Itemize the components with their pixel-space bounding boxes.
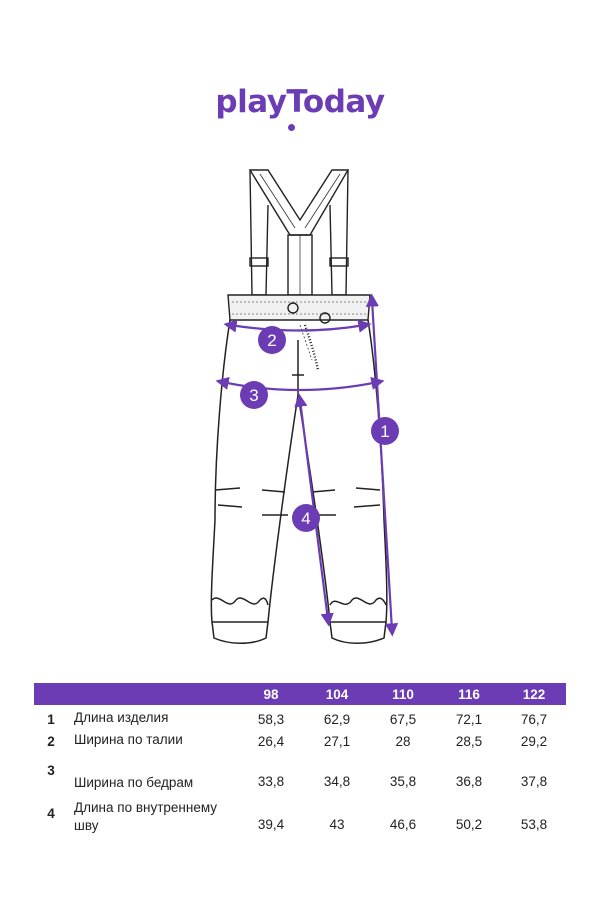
row-number: 2 — [47, 734, 55, 749]
header-blank — [68, 683, 238, 705]
size-header: 110 — [392, 686, 414, 702]
size-header-row: 98 104 110 116 122 — [34, 683, 566, 705]
measure-hips — [215, 376, 385, 392]
table-cell: 36,8 — [455, 774, 483, 789]
table-cell: 67,5 — [389, 712, 417, 727]
table-cell: 29,2 — [520, 734, 548, 749]
size-header: 122 — [522, 686, 546, 702]
size-table: 98 104 110 116 122 1 Длина изделия 58,3 … — [34, 683, 566, 835]
marker-2: 2 — [258, 326, 286, 354]
table-cell: 28,5 — [455, 734, 483, 749]
table-cell: 58,3 — [257, 712, 285, 727]
table-cell: 33,8 — [257, 774, 285, 789]
row-label: Длина по внутреннему шву — [74, 800, 218, 833]
table-cell: 26,4 — [257, 734, 285, 749]
header-blank — [34, 683, 68, 705]
brand-logo-dot — [288, 124, 295, 131]
table-cell: 53,8 — [520, 817, 548, 832]
svg-text:1: 1 — [380, 422, 389, 441]
table-cell: 62,9 — [323, 712, 351, 727]
table-cell: 37,8 — [520, 774, 548, 789]
size-header: 116 — [458, 686, 480, 702]
table-cell: 72,1 — [455, 712, 483, 727]
trousers-diagram: 1 2 3 4 — [210, 169, 399, 644]
row-label: Длина изделия — [74, 710, 169, 725]
table-row: 3 Ширина по бедрам 33,8 34,8 35,8 36,8 3… — [34, 749, 566, 792]
straps — [248, 169, 350, 296]
brand-logo: playToday — [215, 84, 385, 120]
trousers-body — [210, 319, 388, 644]
marker-4: 4 — [292, 504, 320, 532]
table-cell: 28 — [395, 734, 411, 749]
table-row: 1 Длина изделия 58,3 62,9 67,5 72,1 76,7 — [34, 705, 566, 727]
size-header: 98 — [263, 686, 279, 702]
table-row: 4 Длина по внутреннему шву 39,4 43 46,6 … — [34, 792, 566, 835]
marker-3: 3 — [240, 381, 268, 409]
marker-1: 1 — [371, 417, 399, 445]
table-cell: 43 — [329, 817, 345, 832]
row-label: Ширина по талии — [74, 732, 183, 747]
table-row: 2 Ширина по талии 26,4 27,1 28 28,5 29,2 — [34, 727, 566, 749]
table-cell: 27,1 — [323, 734, 351, 749]
row-number: 4 — [47, 806, 55, 821]
table-cell: 46,6 — [389, 817, 417, 832]
table-cell: 34,8 — [323, 774, 351, 789]
size-header: 104 — [325, 686, 349, 702]
table-cell: 50,2 — [455, 817, 483, 832]
row-number: 3 — [47, 763, 55, 778]
svg-text:2: 2 — [267, 331, 276, 350]
row-number: 1 — [47, 712, 55, 727]
row-label: Ширина по бедрам — [74, 775, 194, 790]
measurement-lines — [215, 293, 399, 637]
table-cell: 35,8 — [389, 774, 417, 789]
svg-text:4: 4 — [301, 509, 310, 528]
table-cell: 39,4 — [257, 817, 285, 832]
measure-length — [365, 293, 399, 637]
svg-text:3: 3 — [249, 386, 258, 405]
measure-waist — [223, 319, 372, 333]
table-cell: 76,7 — [520, 712, 548, 727]
waistband — [227, 294, 371, 324]
